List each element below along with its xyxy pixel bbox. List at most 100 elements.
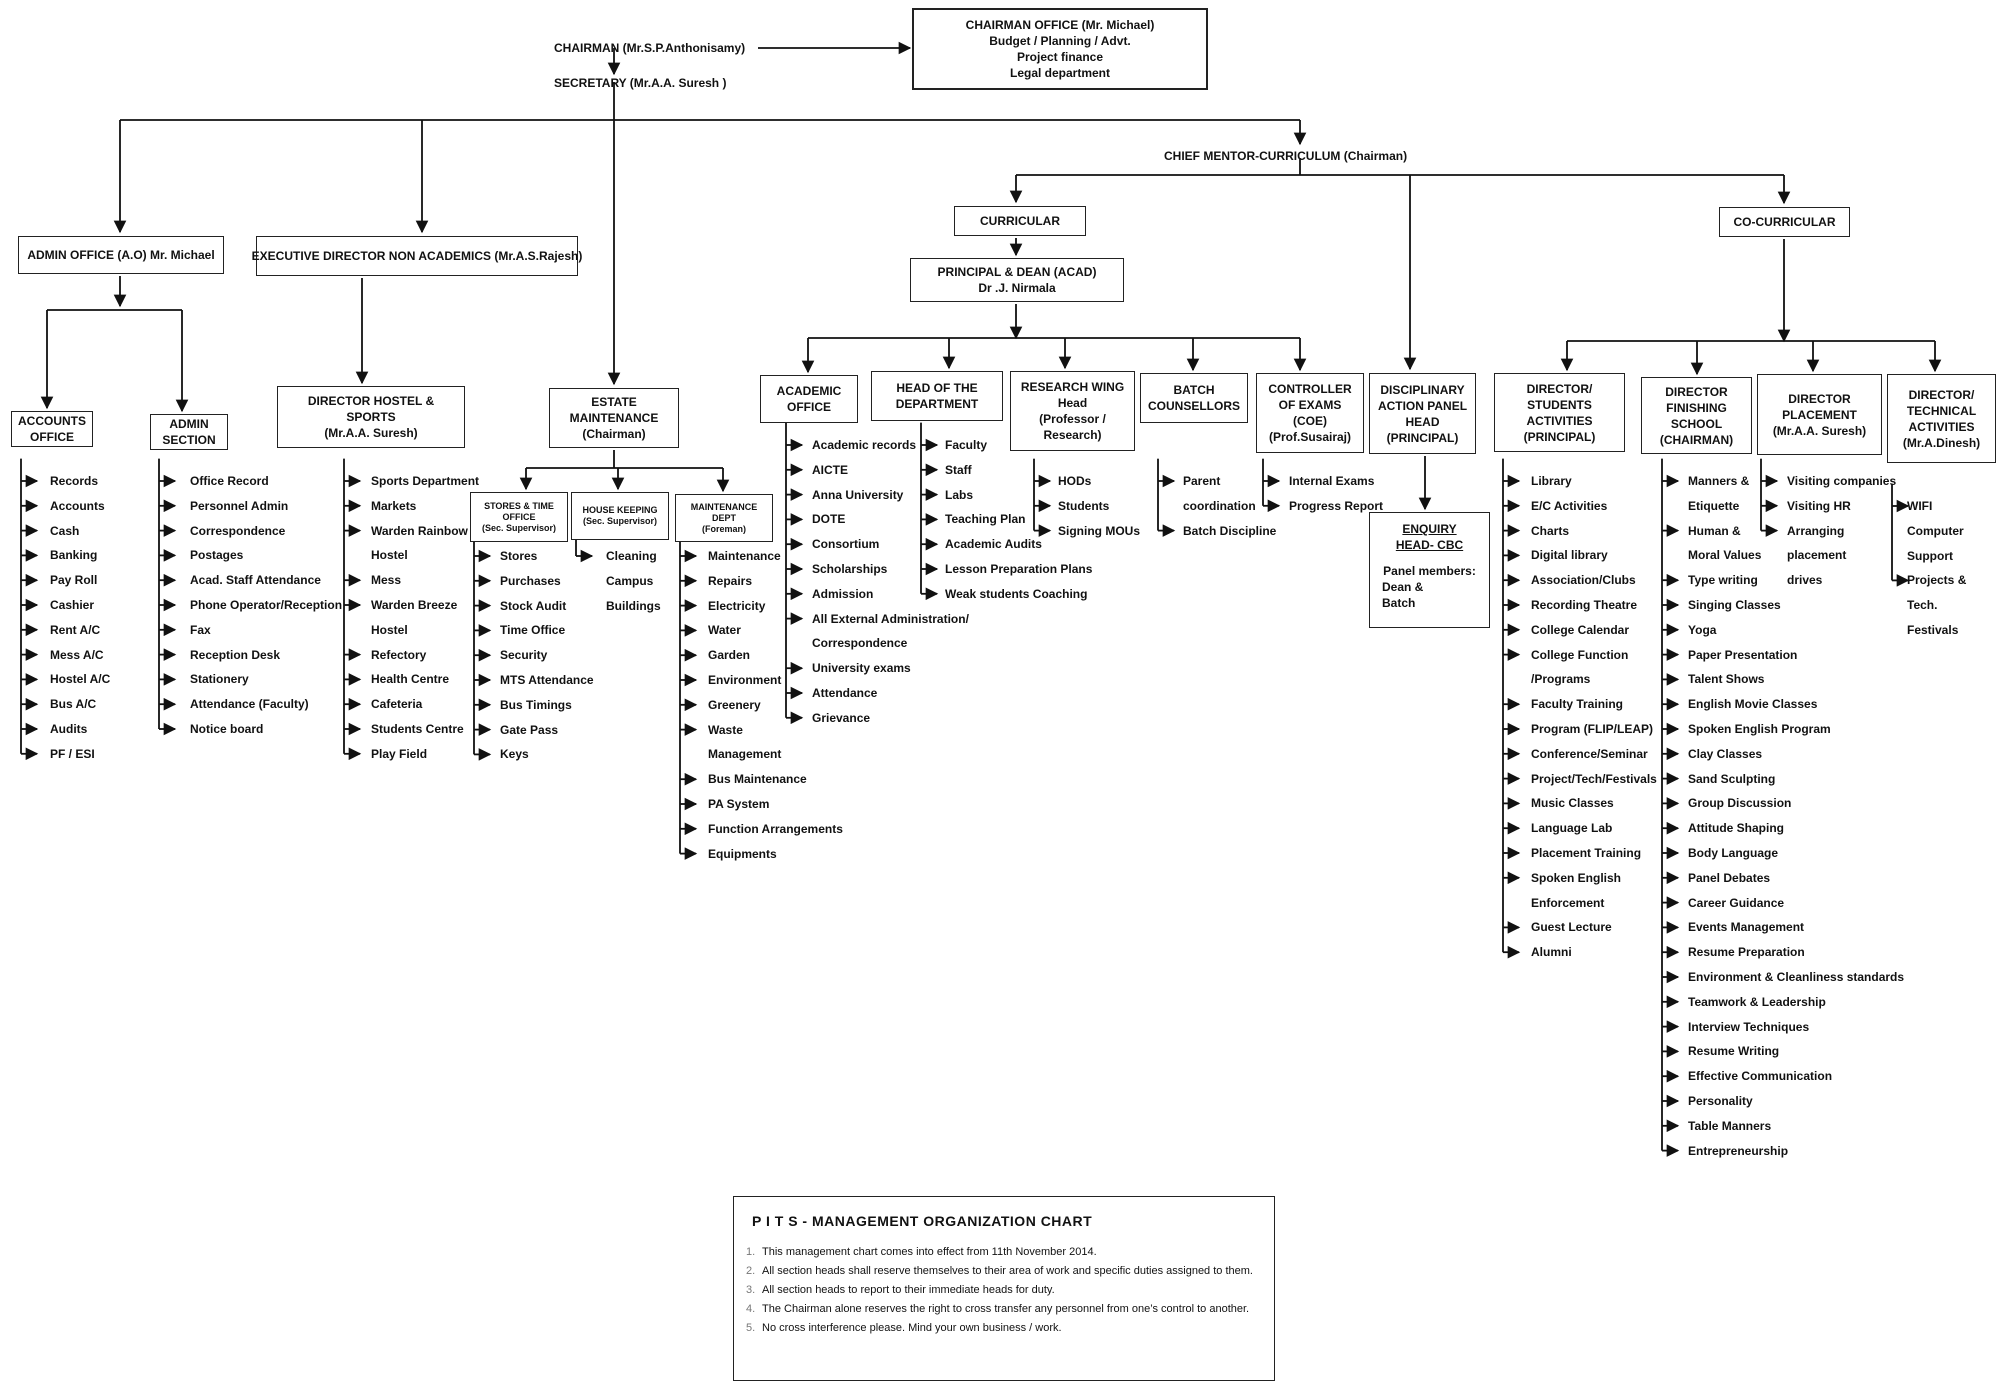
students-activities-item: Language Lab: [1531, 821, 1613, 836]
admin-section-title: ADMIN: [169, 417, 209, 431]
academic-item: Attendance: [812, 686, 878, 700]
finishing-school-item: Etiquette: [1688, 498, 1740, 513]
principal-dean-title: Dr .J. Nirmala: [978, 281, 1056, 295]
batch-counsellors-box: BATCH COUNSELLORS: [1140, 373, 1248, 423]
note-text: This management chart comes into effect …: [762, 1246, 1097, 1258]
admin-office-box: ADMIN OFFICE (A.O) Mr. Michael: [18, 236, 224, 274]
note-text: All section heads shall reserve themselv…: [762, 1265, 1253, 1277]
director-placement-title: PLACEMENT: [1782, 407, 1857, 422]
admin-section-item: Correspondence: [190, 523, 286, 538]
academic-item: Academic records: [812, 438, 917, 452]
accounts-item: Pay Roll: [50, 573, 98, 588]
finishing-school-item: Entrepreneurship: [1688, 1143, 1789, 1158]
hostel-item: Hostel: [371, 622, 408, 637]
maintenance-item: Greenery: [708, 697, 761, 712]
admin-section-item: Postages: [190, 548, 244, 563]
stores-item: Stores: [500, 549, 538, 563]
students-activities-item: Enforcement: [1531, 895, 1605, 910]
maintenance-item: Maintenance: [708, 549, 781, 563]
students-activities-item: Association/Clubs: [1531, 573, 1636, 588]
chairman-label: CHAIRMAN (Mr.S.P.Anthonisamy): [554, 41, 746, 55]
director-finishing-title: DIRECTOR: [1665, 384, 1728, 399]
students-activities-item: Placement Training: [1531, 846, 1642, 860]
students-activities-item: Recording Theatre: [1531, 598, 1638, 612]
academic-item: Correspondence: [812, 636, 908, 651]
hod-item: Labs: [945, 487, 974, 502]
accounts-office-box: ACCOUNTS OFFICE: [11, 411, 93, 447]
finishing-school-item: Yoga: [1688, 622, 1717, 637]
finishing-school-item: Spoken English Program: [1688, 722, 1831, 736]
maintenance-dept-title: DEPT: [711, 512, 736, 523]
stores-item: Stock Audit: [500, 598, 567, 613]
disciplinary-title: HEAD: [1405, 414, 1440, 429]
finishing-school-item: Teamwork & Leadership: [1688, 994, 1826, 1009]
hostel-item: Mess: [371, 573, 402, 588]
technical-item: Festivals: [1907, 623, 1959, 637]
finishing-school-item: Career Guidance: [1688, 895, 1785, 910]
note-item: 4.The Chairman alone reserves the right …: [746, 1302, 1262, 1317]
students-activities-item: Music Classes: [1531, 796, 1614, 811]
finishing-school-item: Clay Classes: [1688, 746, 1763, 761]
notes-title: P I T S - MANAGEMENT ORGANIZATION CHART: [752, 1213, 1093, 1229]
hostel-item: Warden Breeze: [371, 598, 458, 612]
batch-item: Batch Discipline: [1183, 523, 1277, 538]
maintenance-item: Environment: [708, 673, 782, 687]
finishing-school-item: Personality: [1688, 1094, 1753, 1108]
director-hostel-title: DIRECTOR HOSTEL &: [307, 394, 435, 408]
students-activities-item: Program (FLIP/LEAP): [1531, 722, 1654, 736]
disciplinary-panel-box: DISCIPLINARY ACTION PANEL HEAD (PRINCIPA…: [1369, 373, 1476, 454]
chief-mentor-label: CHIEF MENTOR-CURRICULUM (Chairman): [1164, 149, 1408, 163]
students-activities-item: /Programs: [1531, 672, 1591, 687]
hod-title: DEPARTMENT: [895, 397, 979, 411]
estate-maintenance-box: ESTATE MAINTENANCE (Chairman): [549, 388, 679, 448]
maintenance-item: Garden: [708, 648, 751, 663]
admin-office-title: ADMIN OFFICE (A.O) Mr. Michael: [27, 248, 215, 262]
executive-director-title: EXECUTIVE DIRECTOR NON ACADEMICS (Mr.A.S…: [251, 249, 583, 263]
accounts-item: Audits: [50, 722, 88, 736]
academic-item: Scholarships: [812, 562, 888, 576]
finishing-school-item: Attitude Shaping: [1688, 821, 1784, 836]
maintenance-item: Equipments: [708, 846, 777, 861]
accounts-item: Hostel A/C: [50, 672, 111, 687]
batch-item: coordination: [1183, 498, 1256, 513]
hod-item: Faculty: [945, 438, 988, 452]
estate-maintenance-title: MAINTENANCE: [569, 411, 659, 425]
hod-item: Lesson Preparation Plans: [945, 562, 1093, 576]
admin-section-item: Acad. Staff Attendance: [190, 573, 321, 588]
director-hostel-title: SPORTS: [346, 410, 396, 424]
director-technical-title: TECHNICAL: [1906, 403, 1977, 418]
hod-item: Staff: [945, 462, 972, 477]
finishing-school-item: Table Manners: [1688, 1118, 1772, 1133]
curricular-box: CURRICULAR: [954, 206, 1086, 236]
finishing-school-item: Events Management: [1688, 920, 1805, 935]
director-placement-title: DIRECTOR: [1788, 391, 1851, 406]
finishing-school-item: Group Discussion: [1688, 796, 1792, 811]
disciplinary-title: DISCIPLINARY: [1380, 382, 1465, 397]
enquiry-title: HEAD- CBC: [1395, 538, 1464, 552]
director-students-title: DIRECTOR/: [1526, 381, 1593, 396]
stores-item: Bus Timings: [500, 697, 572, 712]
maintenance-item: Management: [708, 747, 782, 762]
admin-section-item: Notice board: [190, 722, 264, 736]
estate-maintenance-title: (Chairman): [582, 427, 646, 441]
secretary-label: SECRETARY (Mr.A.A. Suresh ): [554, 76, 727, 90]
admin-section-item: Stationery: [190, 672, 249, 687]
academic-item: University exams: [812, 661, 911, 676]
maintenance-item: Bus Maintenance: [708, 772, 807, 787]
notes-box: P I T S - MANAGEMENT ORGANIZATION CHART …: [733, 1196, 1275, 1381]
note-item: 3.All section heads to report to their i…: [746, 1283, 1262, 1298]
note-item: 1.This management chart comes into effec…: [746, 1245, 1262, 1260]
panel-members-line: Panel members:: [1383, 564, 1476, 578]
placement-item: Visiting companies: [1787, 474, 1897, 488]
technical-item: Computer: [1907, 523, 1964, 538]
research-wing-title: Research): [1043, 428, 1102, 442]
finishing-school-item: Effective Communication: [1688, 1069, 1833, 1084]
admin-section-item: Attendance (Faculty): [190, 697, 309, 712]
hod-item: Academic Audits: [945, 537, 1042, 552]
students-activities-item: E/C Activities: [1531, 498, 1608, 513]
chairman-office-line: Budget / Planning / Advt.: [989, 34, 1131, 48]
hostel-item: Cafeteria: [371, 697, 423, 712]
accounts-item: Cash: [50, 523, 80, 538]
stores-title: OFFICE: [502, 511, 536, 522]
